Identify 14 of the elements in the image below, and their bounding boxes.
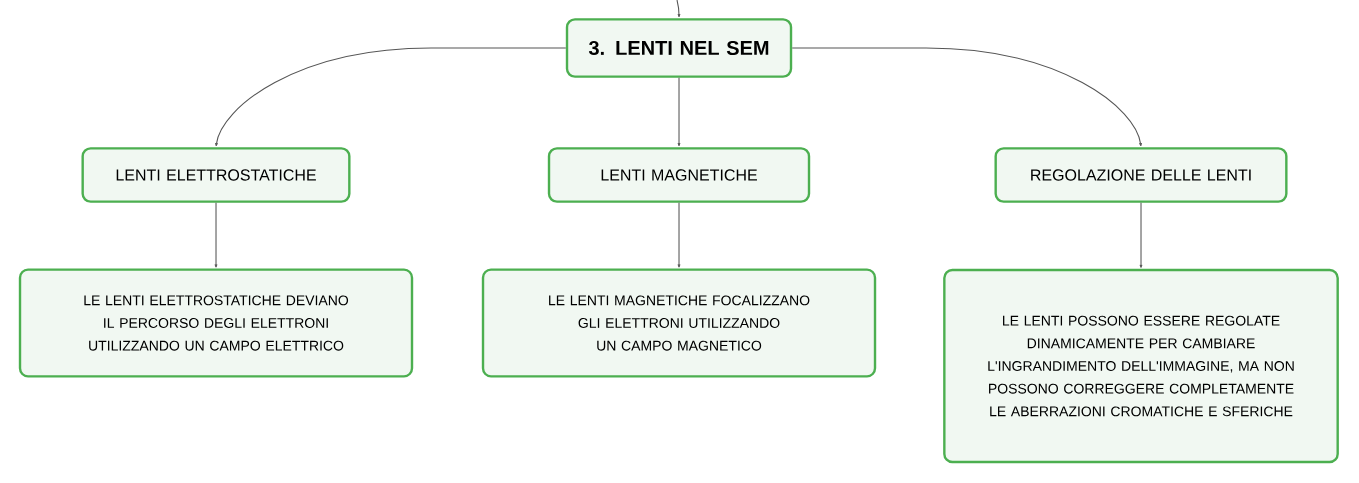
arrow	[214, 202, 218, 268]
arrow	[677, 202, 681, 268]
description-box: LE LENTI POSSONO ESSERE REGOLATE DINAMICAMENTE PER CAMBIARE L'INGRANDIMENTO DELL'IMMAGINE, MA NON POSSONO CORREGGERE COMPLETAMENTE LE ABERRAZIONI CROMATICHE E SFERICHE	[943, 268, 1339, 464]
arrow	[676, 0, 681, 18]
topic-box: REGOLAZIONE DELLE LENTI	[994, 147, 1288, 203]
description-box: LE LENTI MAGNETICHE FOCALIZZANO GLI ELETTRONI UTILIZZANDO UN CAMPO MAGNETICO	[481, 268, 877, 378]
description-box: LE LENTI ELETTROSTATICHE DEVIANO IL PERCORSO DEGLI ELETTRONI UTILIZZANDO UN CAMPO ELETTRICO	[18, 268, 414, 378]
arrow	[677, 77, 681, 147]
arrow	[1139, 202, 1143, 268]
arrow	[215, 47, 567, 147]
topic-box: LENTI ELETTROSTATICHE	[81, 147, 351, 203]
arrow	[791, 47, 1142, 147]
topic-box: LENTI MAGNETICHE	[547, 147, 811, 203]
central-topic-box: 3. LENTI NEL SEM	[565, 18, 793, 78]
